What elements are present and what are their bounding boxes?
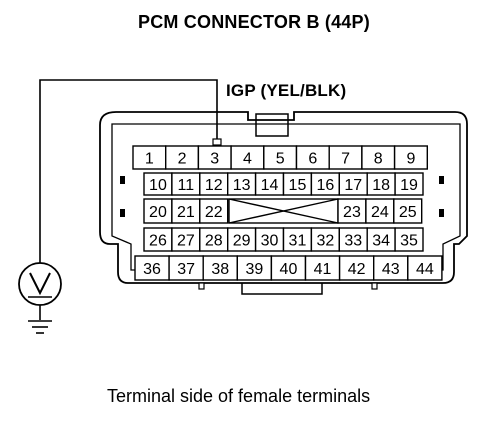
terminal-4-label: 4 bbox=[243, 151, 252, 168]
terminal-24-cell bbox=[365, 198, 395, 224]
terminal-13-label: 13 bbox=[233, 177, 251, 194]
terminal-5-label: 5 bbox=[276, 151, 285, 168]
terminal-8-label: 8 bbox=[374, 151, 383, 168]
terminal-31-label: 31 bbox=[289, 233, 307, 250]
terminal-41-label: 41 bbox=[314, 261, 332, 278]
terminal-25-cell bbox=[393, 198, 423, 224]
terminal-40-cell bbox=[270, 255, 307, 281]
terminal-20-label: 20 bbox=[149, 204, 167, 221]
terminal-21-label: 21 bbox=[177, 204, 195, 221]
probe-wire-label: IGP (YEL/BLK) bbox=[226, 81, 347, 100]
terminal-42-label: 42 bbox=[348, 261, 366, 278]
voltmeter-icon bbox=[18, 262, 62, 306]
terminal-38-cell bbox=[202, 255, 238, 281]
terminal-21-cell bbox=[171, 198, 201, 224]
terminal-37-label: 37 bbox=[177, 261, 195, 278]
ground-icon bbox=[28, 320, 52, 334]
terminal-18-label: 18 bbox=[372, 177, 390, 194]
terminal-12-label: 12 bbox=[205, 177, 223, 194]
terminal-27-label: 27 bbox=[177, 233, 195, 250]
terminal-2-label: 2 bbox=[178, 151, 187, 168]
terminal-20-cell bbox=[143, 198, 173, 224]
terminal-3-label: 3 bbox=[210, 151, 219, 168]
terminal-22-label: 22 bbox=[205, 204, 223, 221]
terminal-36-cell bbox=[134, 255, 170, 281]
diagram-caption: Terminal side of female terminals bbox=[107, 386, 371, 406]
terminal-34-label: 34 bbox=[372, 233, 390, 250]
terminal-25-label: 25 bbox=[399, 204, 417, 221]
connector-housing bbox=[99, 111, 468, 295]
terminal-6-label: 6 bbox=[308, 151, 317, 168]
terminal-39-cell bbox=[236, 255, 273, 281]
terminal-29-label: 29 bbox=[233, 233, 251, 250]
terminal-28-label: 28 bbox=[205, 233, 223, 250]
terminal-44-cell bbox=[407, 255, 443, 281]
terminal-11-label: 11 bbox=[178, 177, 195, 194]
side-lock-tabs bbox=[120, 176, 444, 217]
terminal-23-label: 23 bbox=[343, 204, 361, 221]
terminal-7-label: 7 bbox=[341, 151, 350, 168]
terminal-23-cell bbox=[337, 198, 367, 224]
terminal-19-label: 19 bbox=[400, 177, 418, 194]
terminal-16-label: 16 bbox=[316, 177, 334, 194]
terminal-44-label: 44 bbox=[416, 261, 434, 278]
terminal-32-label: 32 bbox=[316, 233, 334, 250]
terminal-43-label: 43 bbox=[382, 261, 400, 278]
terminal-19-cell bbox=[394, 172, 424, 196]
terminal-38-label: 38 bbox=[211, 261, 229, 278]
terminal-30-label: 30 bbox=[261, 233, 279, 250]
blank-cavity bbox=[228, 198, 339, 224]
terminal-14-label: 14 bbox=[261, 177, 279, 194]
probe-wire bbox=[39, 79, 218, 263]
terminal-33-label: 33 bbox=[344, 233, 362, 250]
terminal-36-label: 36 bbox=[143, 261, 161, 278]
terminal-9-cell bbox=[393, 145, 429, 170]
terminal-3-marker bbox=[212, 138, 222, 146]
terminal-39-label: 39 bbox=[245, 261, 263, 278]
terminal-35-label: 35 bbox=[400, 233, 418, 250]
terminal-17-label: 17 bbox=[344, 177, 362, 194]
terminal-42-cell bbox=[338, 255, 375, 281]
terminal-35-cell bbox=[394, 227, 424, 252]
terminal-26-label: 26 bbox=[149, 233, 167, 250]
diagram-title: PCM CONNECTOR B (44P) bbox=[138, 12, 370, 32]
terminal-15-label: 15 bbox=[289, 177, 307, 194]
terminal-22-cell bbox=[199, 198, 229, 224]
terminal-9-label: 9 bbox=[406, 151, 415, 168]
terminal-40-label: 40 bbox=[280, 261, 298, 278]
terminal-24-label: 24 bbox=[371, 204, 389, 221]
terminal-1-label: 1 bbox=[145, 151, 154, 168]
terminal-10-label: 10 bbox=[149, 177, 167, 194]
